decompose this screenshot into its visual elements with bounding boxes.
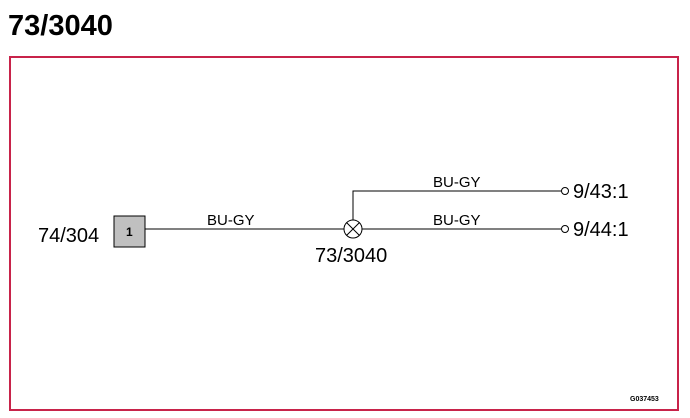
page-title: 73/3040	[8, 10, 113, 42]
splice-label: 73/3040	[315, 245, 387, 267]
component-label: 74/304	[38, 225, 99, 247]
terminal-icon-9-44	[561, 225, 569, 233]
image-code: G037453	[630, 396, 659, 403]
component-box	[113, 215, 146, 248]
diagram-frame	[9, 56, 679, 411]
terminal-label-9-43: 9/43:1	[573, 181, 629, 203]
splice-icon	[343, 219, 363, 239]
terminal-icon-9-43	[561, 187, 569, 195]
wire-label-component: BU-GY	[207, 212, 255, 229]
wire-label-lower: BU-GY	[433, 212, 481, 229]
terminal-label-9-44: 9/44:1	[573, 219, 629, 241]
wire-label-upper: BU-GY	[433, 174, 481, 191]
component-pin-label: 1	[126, 225, 133, 239]
wire-splice-to-9-43	[352, 190, 561, 220]
